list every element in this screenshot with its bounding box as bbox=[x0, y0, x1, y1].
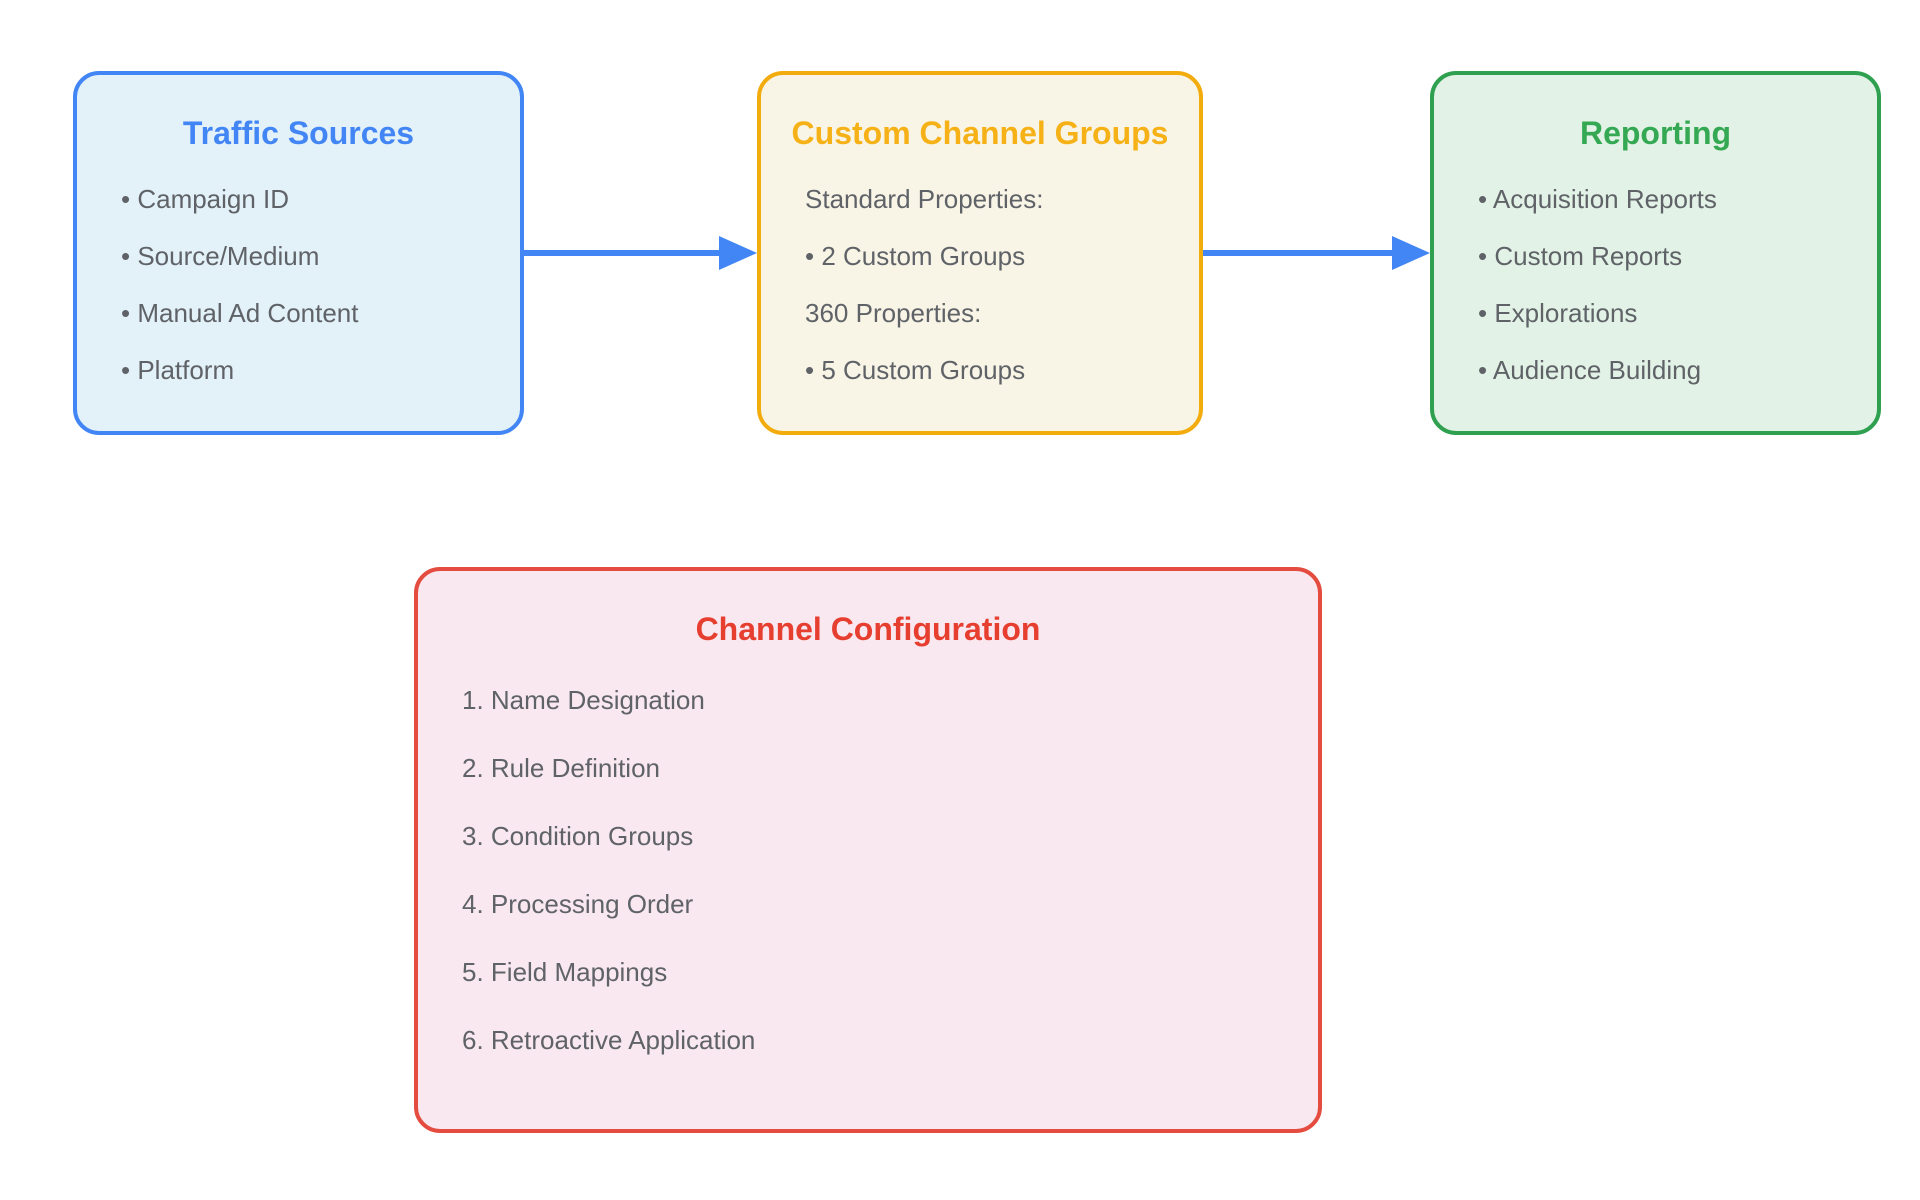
list-item: 360 Properties: bbox=[805, 298, 982, 328]
arrow-head-icon bbox=[719, 236, 757, 270]
arrow-traffic-to-groups bbox=[524, 236, 757, 270]
reporting-box: Reporting • Acquisition Reports • Custom… bbox=[1430, 71, 1881, 435]
channel-configuration-list: 1. Name Designation 2. Rule Definition 3… bbox=[418, 666, 1318, 1074]
custom-channel-groups-box: Custom Channel Groups Standard Propertie… bbox=[757, 71, 1203, 435]
traffic-sources-title: Traffic Sources bbox=[182, 115, 415, 151]
list-item: Standard Properties: bbox=[805, 184, 1044, 214]
list-item: • Campaign ID bbox=[121, 184, 290, 214]
channel-configuration-box: Channel Configuration 1. Name Designatio… bbox=[414, 567, 1322, 1133]
reporting-title: Reporting bbox=[1579, 115, 1732, 151]
list-item: • Audience Building bbox=[1478, 355, 1702, 385]
list-item: • 2 Custom Groups bbox=[805, 241, 1026, 271]
list-item: • Source/Medium bbox=[121, 241, 320, 271]
list-item: 2. Rule Definition bbox=[462, 753, 660, 783]
channel-configuration-title: Channel Configuration bbox=[695, 611, 1041, 647]
list-item: • Platform bbox=[121, 355, 235, 385]
arrow-line bbox=[524, 250, 725, 256]
list-item: 5. Field Mappings bbox=[462, 957, 668, 987]
traffic-sources-list: • Campaign ID • Source/Medium • Manual A… bbox=[77, 171, 520, 399]
arrow-line bbox=[1203, 250, 1398, 256]
reporting-list: • Acquisition Reports • Custom Reports •… bbox=[1434, 171, 1877, 399]
list-item: 6. Retroactive Application bbox=[462, 1025, 756, 1055]
list-item: • 5 Custom Groups bbox=[805, 355, 1026, 385]
custom-channel-groups-title: Custom Channel Groups bbox=[791, 115, 1169, 151]
arrow-groups-to-reporting bbox=[1203, 236, 1430, 270]
arrow-head-icon bbox=[1392, 236, 1430, 270]
traffic-sources-box: Traffic Sources • Campaign ID • Source/M… bbox=[73, 71, 524, 435]
list-item: 3. Condition Groups bbox=[462, 821, 694, 851]
list-item: 1. Name Designation bbox=[462, 685, 705, 715]
list-item: • Explorations bbox=[1478, 298, 1638, 328]
list-item: • Custom Reports bbox=[1478, 241, 1683, 271]
list-item: 4. Processing Order bbox=[462, 889, 694, 919]
list-item: • Manual Ad Content bbox=[121, 298, 359, 328]
custom-channel-groups-list: Standard Properties: • 2 Custom Groups 3… bbox=[761, 171, 1199, 399]
list-item: • Acquisition Reports bbox=[1478, 184, 1717, 214]
